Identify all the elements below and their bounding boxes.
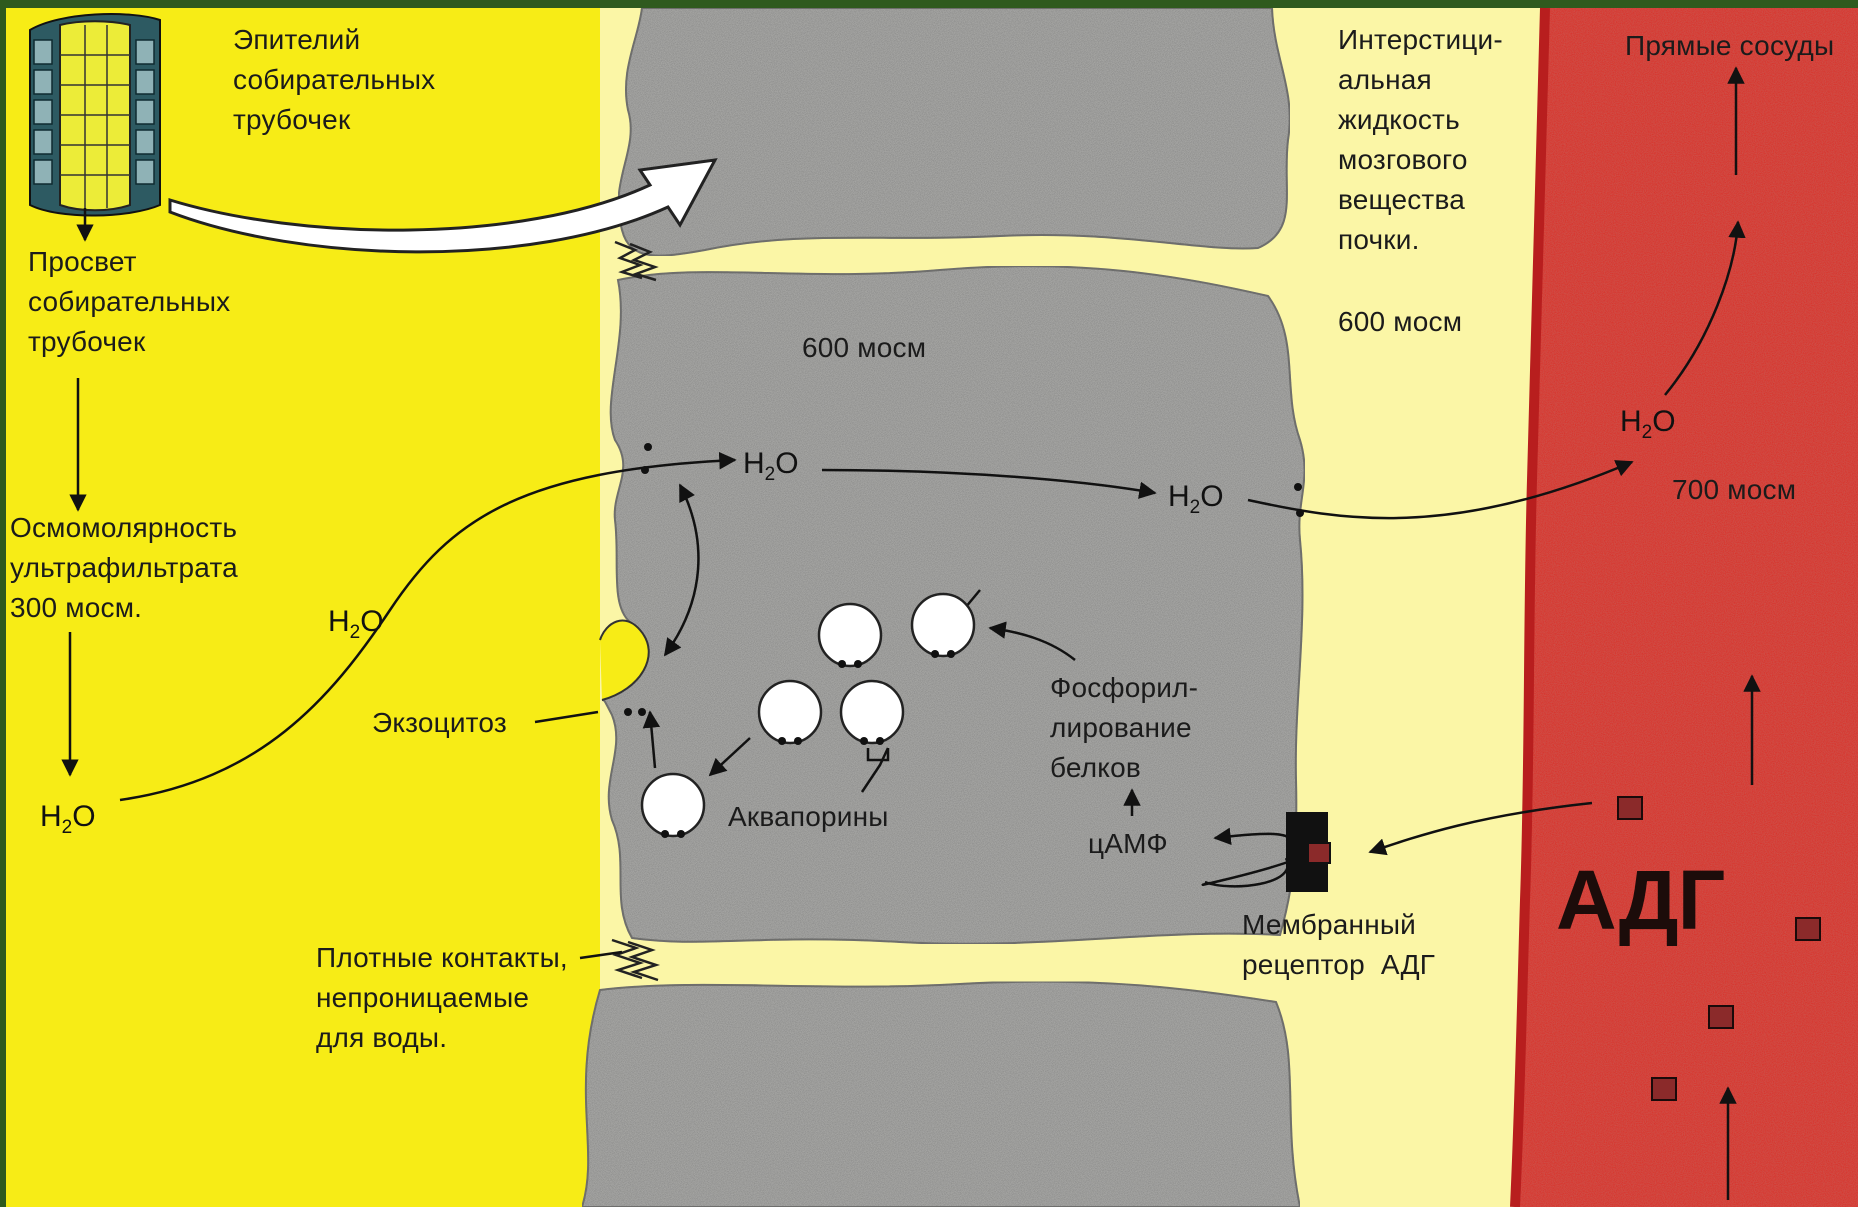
label-phosphorylation-line3: белков (1050, 748, 1198, 788)
water-symbol: H (328, 605, 350, 638)
water-subscript: 2 (1642, 422, 1653, 443)
adh-bound-particle (1308, 843, 1330, 863)
label-blood-osm: 700 мосм (1672, 470, 1796, 510)
label-tight-junctions-line2: непроницаемые (316, 978, 568, 1018)
aquaporin-vesicle-icon (912, 594, 974, 658)
label-tight-junctions: Плотные контакты, непроницаемые для воды… (316, 938, 568, 1058)
label-phosphorylation: Фосфорил- лирование белков (1050, 668, 1198, 788)
label-phosphorylation-line1: Фосфорил- (1050, 668, 1198, 708)
epithelial-cell-top (618, 8, 1289, 256)
left-border (0, 0, 6, 1207)
label-lumen-line2: собирательных (28, 282, 230, 322)
label-camp: цАМФ (1088, 824, 1168, 864)
label-interstitial-line4: мозгового (1338, 140, 1503, 180)
water-subscript: 2 (1190, 497, 1201, 518)
label-interstitial-line2: альная (1338, 60, 1503, 100)
label-epithelium: Эпителий собирательных трубочек (233, 20, 435, 140)
water-subscript: 2 (62, 817, 73, 838)
label-lumen-line1: Просвет (28, 242, 230, 282)
water-symbol-tail: O (1652, 405, 1675, 438)
water-subscript: 2 (765, 464, 776, 485)
aquaporin-vesicle-icon (819, 604, 881, 668)
label-water-lumen: H2O (40, 800, 96, 839)
collecting-tubule-illustration (30, 14, 160, 240)
label-receptor-line2: рецептор АДГ (1242, 945, 1435, 985)
label-receptor-line1: Мембранный (1242, 905, 1435, 945)
label-osmolarity-line3: 300 мосм. (10, 588, 238, 628)
label-interstitial-line1: Интерстици- (1338, 20, 1503, 60)
water-symbol: H (40, 800, 62, 833)
label-lumen: Просвет собирательных трубочек (28, 242, 230, 362)
label-osmolarity-line2: ультрафильтрата (10, 548, 238, 588)
label-interstitial-line5: вещества (1338, 180, 1503, 220)
label-interstitial-line6: почки. (1338, 220, 1503, 260)
label-interstitial-osm: 600 мосм (1338, 302, 1462, 342)
label-interstitial-line3: жидкость (1338, 100, 1503, 140)
label-receptor: Мембранный рецептор АДГ (1242, 905, 1435, 985)
label-lumen-line3: трубочек (28, 322, 230, 362)
label-aquaporins: Аквапорины (728, 797, 889, 837)
water-symbol: H (1168, 480, 1190, 513)
aquaporin-vesicle-icon (759, 681, 821, 745)
label-adh: АДГ (1556, 852, 1724, 949)
water-symbol-tail: O (360, 605, 383, 638)
label-exocytosis: Экзоцитоз (372, 703, 507, 743)
label-phosphorylation-line2: лирование (1050, 708, 1198, 748)
label-tight-junctions-line1: Плотные контакты, (316, 938, 568, 978)
water-symbol-tail: O (1200, 480, 1223, 513)
label-epithelium-line2: собирательных (233, 60, 435, 100)
water-symbol: H (743, 447, 765, 480)
water-symbol-tail: O (775, 447, 798, 480)
label-osmolarity: Осмомолярность ультрафильтрата 300 мосм. (10, 508, 238, 628)
label-water-apical: H2O (743, 447, 799, 486)
aquaporin-vesicle-icon (841, 681, 903, 745)
water-symbol-tail: O (72, 800, 95, 833)
label-cell-osm: 600 мосм (802, 328, 926, 368)
label-interstitial: Интерстици- альная жидкость мозгового ве… (1338, 20, 1503, 260)
label-epithelium-line3: трубочек (233, 100, 435, 140)
label-water-basolateral: H2O (1168, 480, 1224, 519)
label-tight-junctions-line3: для воды. (316, 1018, 568, 1058)
vasa-recta-blood-region (1515, 8, 1858, 1207)
label-vasa-recta: Прямые сосуды (1625, 26, 1834, 66)
water-symbol: H (1620, 405, 1642, 438)
water-subscript: 2 (350, 622, 361, 643)
top-border (0, 0, 1858, 8)
label-osmolarity-line1: Осмомолярность (10, 508, 238, 548)
label-epithelium-line1: Эпителий (233, 20, 435, 60)
epithelial-cell-bottom (582, 982, 1300, 1207)
aquaporin-vesicle-icon (642, 774, 704, 838)
label-water-entry: H2O (328, 605, 384, 644)
label-water-blood: H2O (1620, 405, 1676, 444)
